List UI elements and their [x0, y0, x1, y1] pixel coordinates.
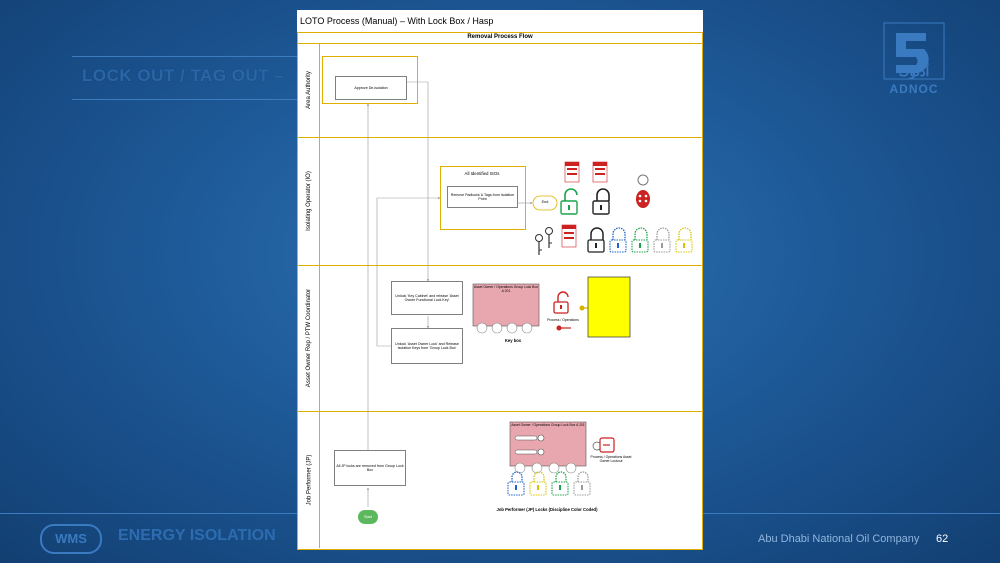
title-band — [72, 56, 298, 100]
unlock-key-cabinet-box: Unlock 'Key Cabinet' and release 'Asset … — [391, 281, 463, 315]
page-number: 62 — [936, 533, 949, 545]
jp-process-ops-label: Process / Operations Asset Owner Lockout — [590, 455, 632, 463]
green-padlock-icon — [551, 471, 569, 496]
flow-graphics — [358, 81, 693, 524]
lockout-tag-icon — [592, 161, 608, 183]
flow-header: Removal Process Flow — [297, 32, 703, 44]
approve-deisolation-box: Approve De-isolation — [335, 76, 407, 100]
key-icon — [545, 227, 553, 248]
green-padlock-icon — [560, 188, 578, 215]
footer-company: Abu Dhabi National Oil Company — [758, 533, 920, 545]
unlock-asset-owner-box: Unlock 'Asset Owner Lock' and Release Is… — [391, 328, 463, 364]
jp-lockbox-label: Asset Owner / Operations Group Lock Box … — [511, 423, 585, 427]
wms-logo: WMS — [40, 524, 102, 554]
black-padlock-icon — [592, 188, 610, 215]
lockout-tag-icon — [564, 161, 580, 183]
black-padlock-icon — [587, 227, 605, 253]
logo-english-text: ADNOC — [889, 82, 939, 96]
footer-title: ENERGY ISOLATION — [118, 527, 276, 544]
yellow-key-icon — [579, 305, 589, 311]
red-key-icon — [556, 325, 571, 331]
remove-padlocks-box: Remove Padlocks & Tags from Isolation Po… — [447, 186, 518, 208]
end-label: End — [541, 200, 549, 204]
green-padlock-icon — [631, 227, 649, 253]
grey-padlock-icon — [653, 227, 671, 253]
key-box-caption: Key box — [504, 338, 522, 343]
logo-arabic-text: أدنوك — [898, 64, 930, 79]
grey-padlock-icon — [573, 471, 591, 496]
area-authority-group-frame — [322, 56, 418, 104]
end-terminal — [532, 195, 558, 211]
key-cabinet-panel — [587, 276, 631, 338]
yellow-padlock-icon — [675, 227, 693, 253]
all-isos-label: All Identified ISOs — [464, 171, 500, 176]
key-icon — [535, 234, 543, 255]
lane-label-divider — [319, 43, 320, 548]
start-terminal — [358, 510, 378, 524]
lockout-tag-icon — [561, 224, 577, 248]
blue-padlock-icon — [609, 227, 627, 253]
start-label: Start — [363, 515, 373, 519]
loto-document: LOTO Process (Manual) – With Lock Box / … — [297, 10, 703, 550]
jp-group-lock-box-icon — [509, 421, 587, 474]
slide-title: LOCK OUT / TAG OUT – — [82, 66, 285, 85]
hasp-icon — [636, 174, 650, 208]
jp-lock-loop-icon — [592, 437, 615, 453]
red-padlock-icon — [553, 291, 569, 314]
lane-divider — [297, 411, 703, 412]
process-operations-label: Process / Operations — [547, 318, 579, 322]
doc-title: LOTO Process (Manual) – With Lock Box / … — [300, 16, 494, 26]
jp-locks-removed-box: All JP locks are removed from Group Lock… — [334, 450, 406, 486]
isolation-points-frame — [440, 166, 526, 230]
yellow-padlock-icon — [529, 471, 547, 496]
jp-locks-caption: Job Performer (JP) Locks (Discipline Col… — [496, 507, 598, 512]
keybox-label: Asset Owner / Operations Group Lock Box … — [473, 285, 539, 293]
lane-divider — [297, 137, 703, 138]
doc-frame — [297, 32, 703, 550]
blue-padlock-icon — [507, 471, 525, 496]
group-lock-box-icon — [472, 283, 540, 334]
adnoc-logo-icon — [883, 22, 945, 80]
lane-divider — [297, 265, 703, 266]
